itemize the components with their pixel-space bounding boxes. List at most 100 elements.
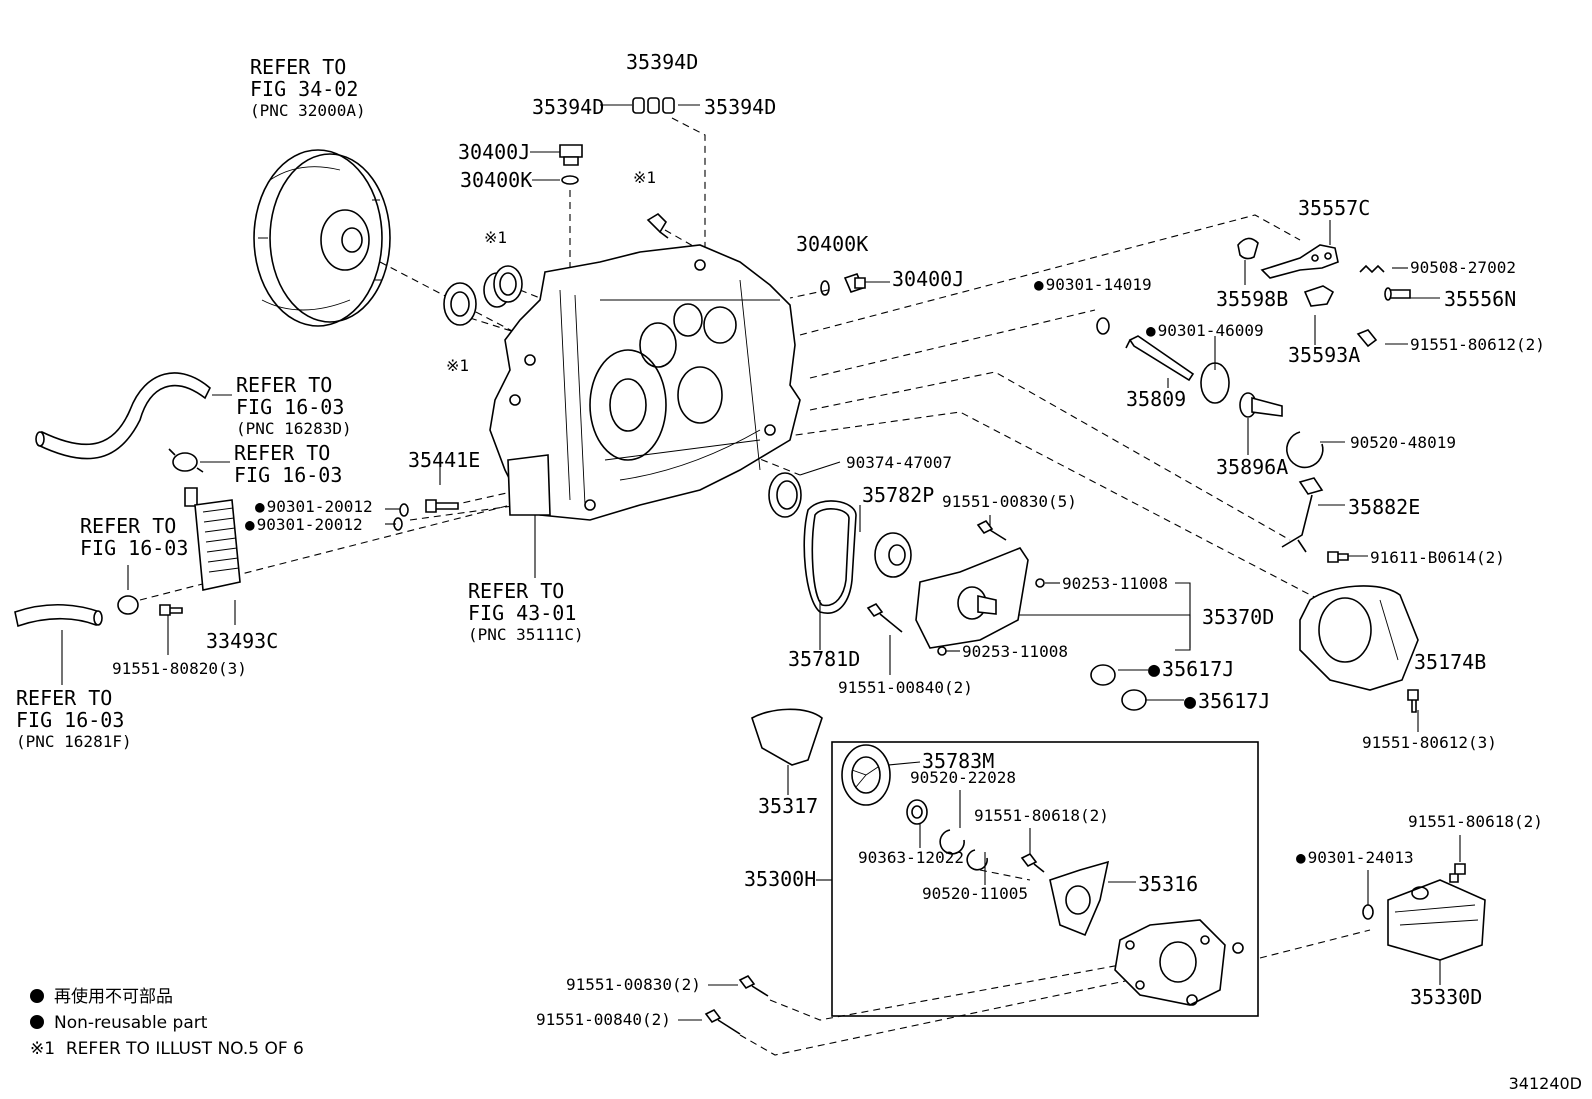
- part-label[interactable]: 91611-B0614(2): [1370, 548, 1505, 567]
- gasket-icon: [561, 175, 579, 185]
- bolt-f-icon: [1020, 852, 1045, 873]
- refer-line: REFER TO: [236, 373, 333, 397]
- part-label[interactable]: 35394D: [704, 95, 777, 119]
- part-label[interactable]: 91551-00830(5): [942, 492, 1077, 511]
- pump-cover-icon: [915, 547, 1029, 649]
- refer-line: REFER TO: [16, 686, 113, 710]
- part-label[interactable]: 35394D: [532, 95, 605, 119]
- part-label[interactable]: 30400J: [458, 140, 531, 164]
- part-label[interactable]: 35317: [758, 794, 819, 818]
- part-label[interactable]: 35316: [1138, 872, 1199, 896]
- pins-icon: [632, 97, 675, 114]
- lever-icon: [1303, 285, 1335, 307]
- part-label[interactable]: 90520-22028: [910, 768, 1016, 787]
- dowel-c-icon: [1232, 942, 1244, 954]
- spring-icon: [1359, 264, 1385, 274]
- bolt-right-icon: [1356, 329, 1378, 348]
- note-mark: ※1: [484, 228, 508, 247]
- refer-hose-upper: REFER TO FIG 16-03 (PNC 16283D): [236, 374, 352, 440]
- note-mark: ※1: [633, 168, 657, 187]
- part-label-nonreusable[interactable]: 90301-24013: [1296, 848, 1414, 868]
- part-label-nonreusable[interactable]: 90301-46009: [1146, 321, 1264, 341]
- refer-line: REFER TO: [468, 579, 565, 603]
- part-label-nonreusable[interactable]: 35617J: [1184, 690, 1270, 712]
- part-label[interactable]: 33493C: [206, 629, 279, 653]
- strainer-icon: [1387, 879, 1486, 961]
- shaft-b-icon: [1239, 392, 1283, 418]
- part-label[interactable]: 90363-12022: [858, 848, 964, 867]
- figure-id: 341240D: [1508, 1074, 1582, 1093]
- part-label[interactable]: 91551-80618(2): [1408, 812, 1543, 831]
- hose-upper-icon: [35, 372, 211, 460]
- part-label[interactable]: 35394D: [626, 50, 699, 74]
- part-label-nonreusable[interactable]: 35617J: [1148, 658, 1234, 680]
- hose-lower-icon: [14, 604, 103, 628]
- dowel-a-icon: [1035, 578, 1045, 588]
- legend-row-jp: 再使用不可部品: [30, 984, 304, 1010]
- part-label[interactable]: 90253-11008: [962, 642, 1068, 661]
- plug-icon: [843, 273, 866, 293]
- refer-hose-lower: REFER TO FIG 16-03 (PNC 16281F): [16, 687, 132, 753]
- part-label[interactable]: 35330D: [1410, 985, 1483, 1009]
- part-label[interactable]: 35300H: [744, 867, 817, 891]
- part-label[interactable]: 35441E: [408, 448, 481, 472]
- note-mark: ※1: [446, 356, 470, 375]
- part-label[interactable]: 91551-80612(2): [1410, 335, 1545, 354]
- snap-ring-b-icon: [939, 829, 965, 855]
- part-label[interactable]: 35809: [1126, 387, 1187, 411]
- part-label[interactable]: 91551-80820(3): [112, 659, 247, 678]
- part-label[interactable]: 35896A: [1216, 455, 1289, 479]
- o-ring-f-icon: [1362, 904, 1374, 920]
- refer-case: REFER TO FIG 43-01 (PNC 35111C): [468, 580, 584, 646]
- part-label[interactable]: 30400J: [892, 267, 965, 291]
- part-label[interactable]: 91551-80612(3): [1362, 733, 1497, 752]
- snap-ring-icon: [1286, 431, 1324, 469]
- bullet-icon: [30, 1015, 44, 1029]
- part-label[interactable]: 35593A: [1288, 343, 1361, 367]
- bolt-h-icon: [738, 974, 769, 997]
- legend-row-note: ※1 REFER TO ILLUST NO.5 OF 6: [30, 1036, 304, 1062]
- note-mark: ※1: [30, 1039, 56, 1059]
- part-label[interactable]: 90374-47007: [846, 453, 952, 472]
- part-label[interactable]: 35782P: [862, 483, 935, 507]
- seal-small-icon: [906, 799, 928, 825]
- part-label[interactable]: 30400K: [460, 168, 533, 192]
- part-label[interactable]: 35174B: [1414, 650, 1487, 674]
- part-label[interactable]: 91551-00830(2): [566, 975, 701, 994]
- part-label[interactable]: 35781D: [788, 647, 861, 671]
- part-label[interactable]: 35783M: [922, 749, 995, 773]
- refer-line: (PNC 16283D): [236, 419, 352, 438]
- part-label[interactable]: 90253-11008: [1062, 574, 1168, 593]
- part-label[interactable]: 90520-48019: [1350, 433, 1456, 452]
- o-ring-a-icon: [399, 503, 409, 517]
- part-label[interactable]: 35556N: [1444, 287, 1517, 311]
- part-label[interactable]: 91551-00840(2): [838, 678, 973, 697]
- o-ring-b-icon: [393, 517, 403, 531]
- part-label-nonreusable[interactable]: 90301-14019: [1034, 275, 1152, 295]
- part-label[interactable]: 35370D: [1202, 605, 1275, 629]
- part-label-nonreusable[interactable]: 90301-20012: [255, 497, 373, 517]
- bolt-i-icon: [704, 1008, 741, 1035]
- part-label[interactable]: 91551-80618(2): [974, 806, 1109, 825]
- part-label[interactable]: 35882E: [1348, 495, 1421, 519]
- drain-plug-icon: [559, 144, 583, 166]
- bolt-icon: [646, 212, 669, 239]
- snap-ring-c-icon: [966, 849, 988, 871]
- bushing-icon: [483, 265, 523, 308]
- part-label[interactable]: 35557C: [1298, 196, 1371, 220]
- legend-text: Non-reusable part: [54, 1013, 208, 1033]
- part-label[interactable]: 90508-27002: [1410, 258, 1516, 277]
- detent-spring-icon: [1281, 477, 1324, 553]
- baffle-icon: [751, 708, 823, 766]
- part-label[interactable]: 91551-00840(2): [536, 1010, 671, 1029]
- oil-cooler-icon: [184, 487, 241, 591]
- part-label-nonreusable[interactable]: 90301-20012: [245, 515, 363, 535]
- part-label[interactable]: 35598B: [1216, 287, 1289, 311]
- bolt-e-icon: [866, 602, 903, 633]
- part-label[interactable]: 90520-11005: [922, 884, 1028, 903]
- dashed-leaders: [139, 117, 1371, 1056]
- o-ring-c-icon: [1096, 317, 1110, 335]
- part-label[interactable]: 30400K: [796, 232, 869, 256]
